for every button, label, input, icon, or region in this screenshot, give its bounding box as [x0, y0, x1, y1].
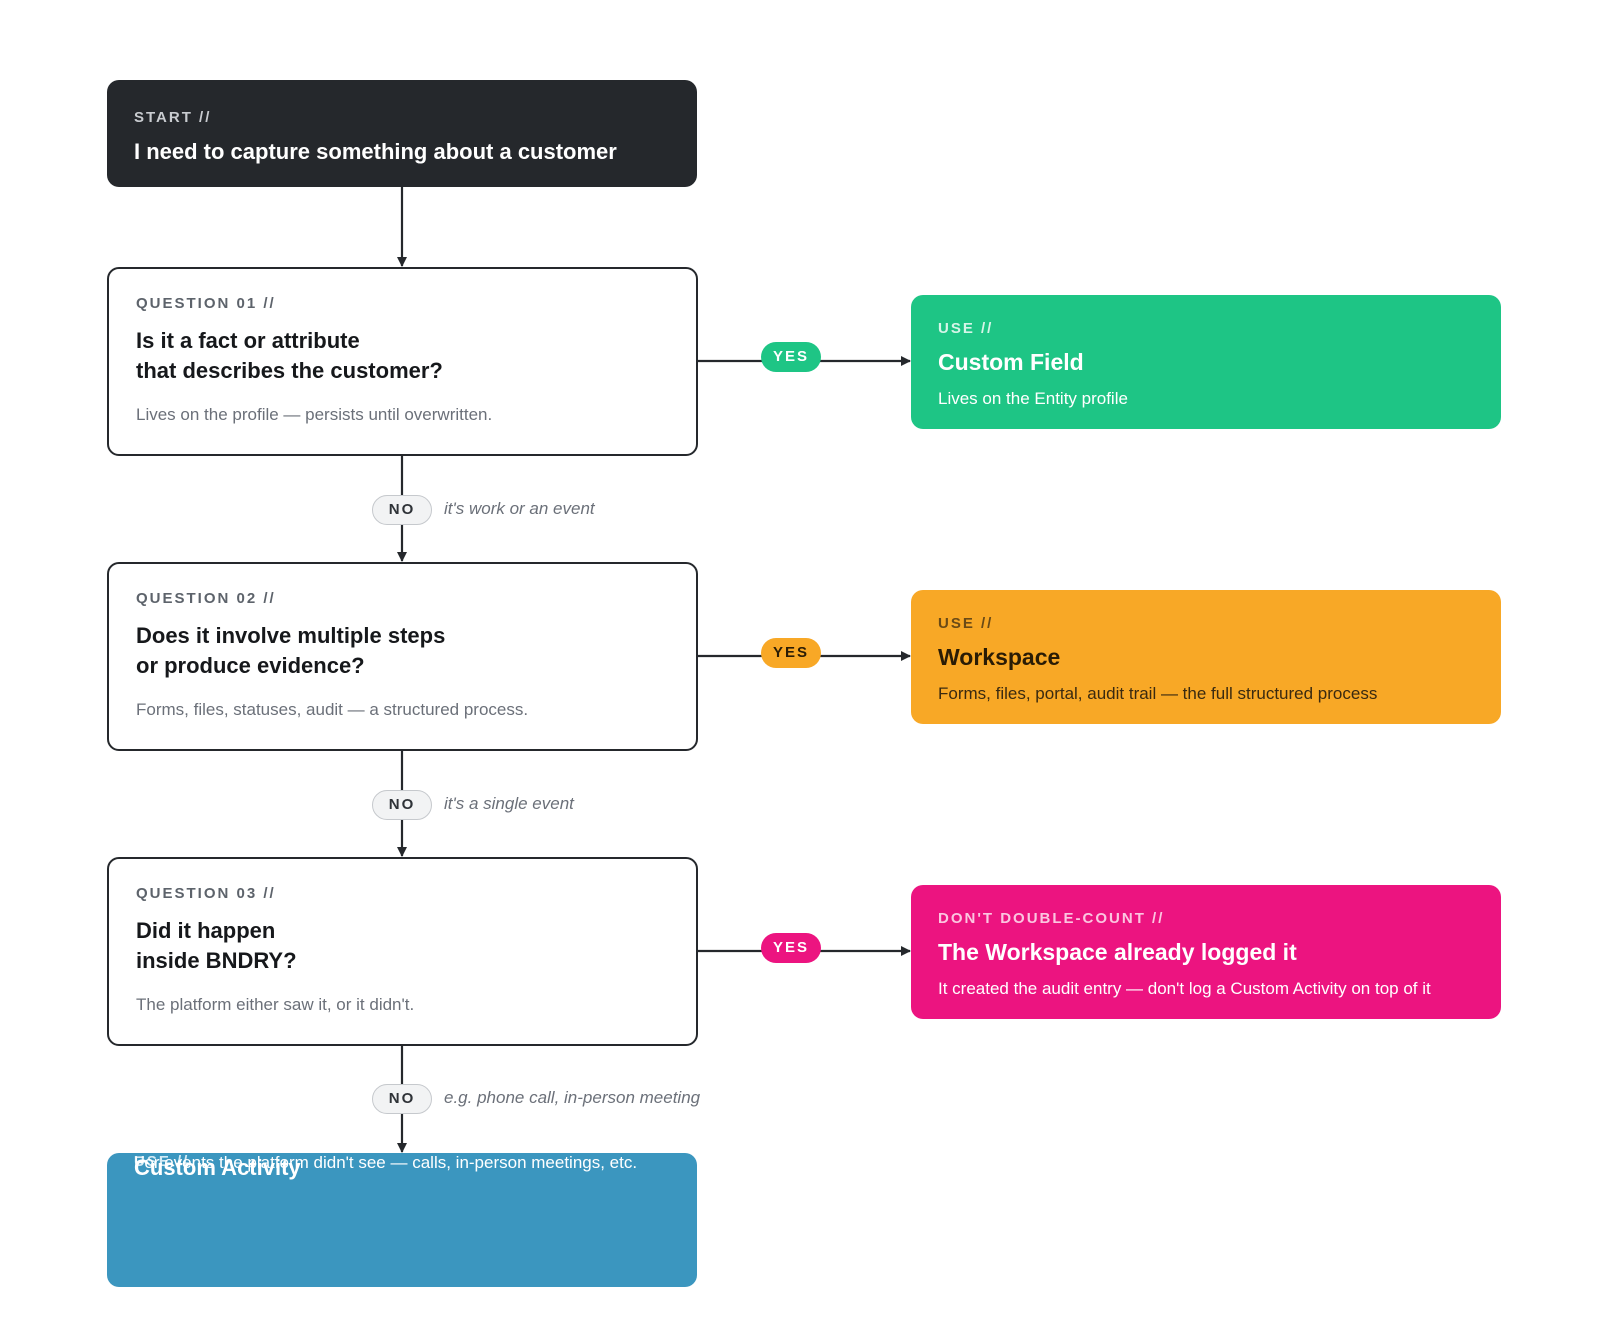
question-description: Lives on the profile — persists until ov…: [136, 405, 493, 424]
question-01-node: QUESTION 01 // Is it a fact or attribute…: [107, 267, 698, 456]
question-title: Is it a fact or attribute that describes…: [136, 326, 443, 386]
no-branch-note: e.g. phone call, in-person meeting: [444, 1088, 701, 1107]
question-title-line: or produce evidence?: [136, 653, 365, 678]
outcome-title: Custom Activity: [134, 1155, 301, 1180]
start-node: START // I need to capture something abo…: [107, 80, 697, 187]
question-03-node: QUESTION 03 // Did it happen inside BNDR…: [107, 857, 698, 1046]
outcome-workspace: USE // Workspace Forms, files, portal, a…: [911, 590, 1501, 724]
yes-badge-q2: YES: [761, 638, 821, 668]
outcome-description: Lives on the Entity profile: [938, 389, 1128, 408]
outcome-custom-field: USE // Custom Field Lives on the Entity …: [911, 295, 1501, 429]
outcome-title: The Workspace already logged it: [938, 939, 1297, 965]
outcome-kicker: USE //: [938, 615, 994, 632]
question-title: Did it happen inside BNDRY?: [136, 916, 297, 976]
no-badge-q3: NO: [372, 1084, 432, 1114]
outcome-kicker: DON'T DOUBLE-COUNT //: [938, 910, 1165, 927]
question-kicker: QUESTION 01 //: [136, 295, 276, 312]
outcome-custom-activity: USE // Custom Activity For events the pl…: [107, 1153, 697, 1287]
no-branch-note: it's a single event: [444, 794, 574, 813]
question-description: Forms, files, statuses, audit — a struct…: [136, 700, 529, 719]
question-title-line: that describes the customer?: [136, 358, 443, 383]
outcome-kicker: USE //: [134, 1153, 190, 1170]
question-title: Does it involve multiple steps or produc…: [136, 621, 445, 681]
outcome-description: It created the audit entry — don't log a…: [938, 979, 1431, 998]
no-badge-q1: NO: [372, 495, 432, 525]
outcome-description: Forms, files, portal, audit trail — the …: [938, 684, 1378, 703]
outcome-title: Workspace: [938, 644, 1061, 670]
question-kicker: QUESTION 03 //: [136, 885, 276, 902]
question-title-line: Did it happen: [136, 918, 276, 943]
question-title-line: Does it involve multiple steps: [136, 623, 446, 648]
no-badge-q2: NO: [372, 790, 432, 820]
outcome-kicker: USE //: [938, 320, 994, 337]
question-description: The platform either saw it, or it didn't…: [136, 995, 415, 1014]
question-02-node: QUESTION 02 // Does it involve multiple …: [107, 562, 698, 751]
yes-badge-q3: YES: [761, 933, 821, 963]
question-title-line: inside BNDRY?: [136, 948, 297, 973]
outcome-title: Custom Field: [938, 349, 1084, 375]
yes-badge-q1: YES: [761, 342, 821, 372]
question-title-line: Is it a fact or attribute: [136, 328, 360, 353]
start-kicker: START //: [134, 109, 212, 126]
no-branch-note: it's work or an event: [444, 499, 595, 518]
question-kicker: QUESTION 02 //: [136, 590, 276, 607]
start-title: I need to capture something about a cust…: [134, 139, 617, 164]
outcome-description: For events the platform didn't see — cal…: [134, 1153, 638, 1172]
outcome-double-count-warning: DON'T DOUBLE-COUNT // The Workspace alre…: [911, 885, 1501, 1019]
